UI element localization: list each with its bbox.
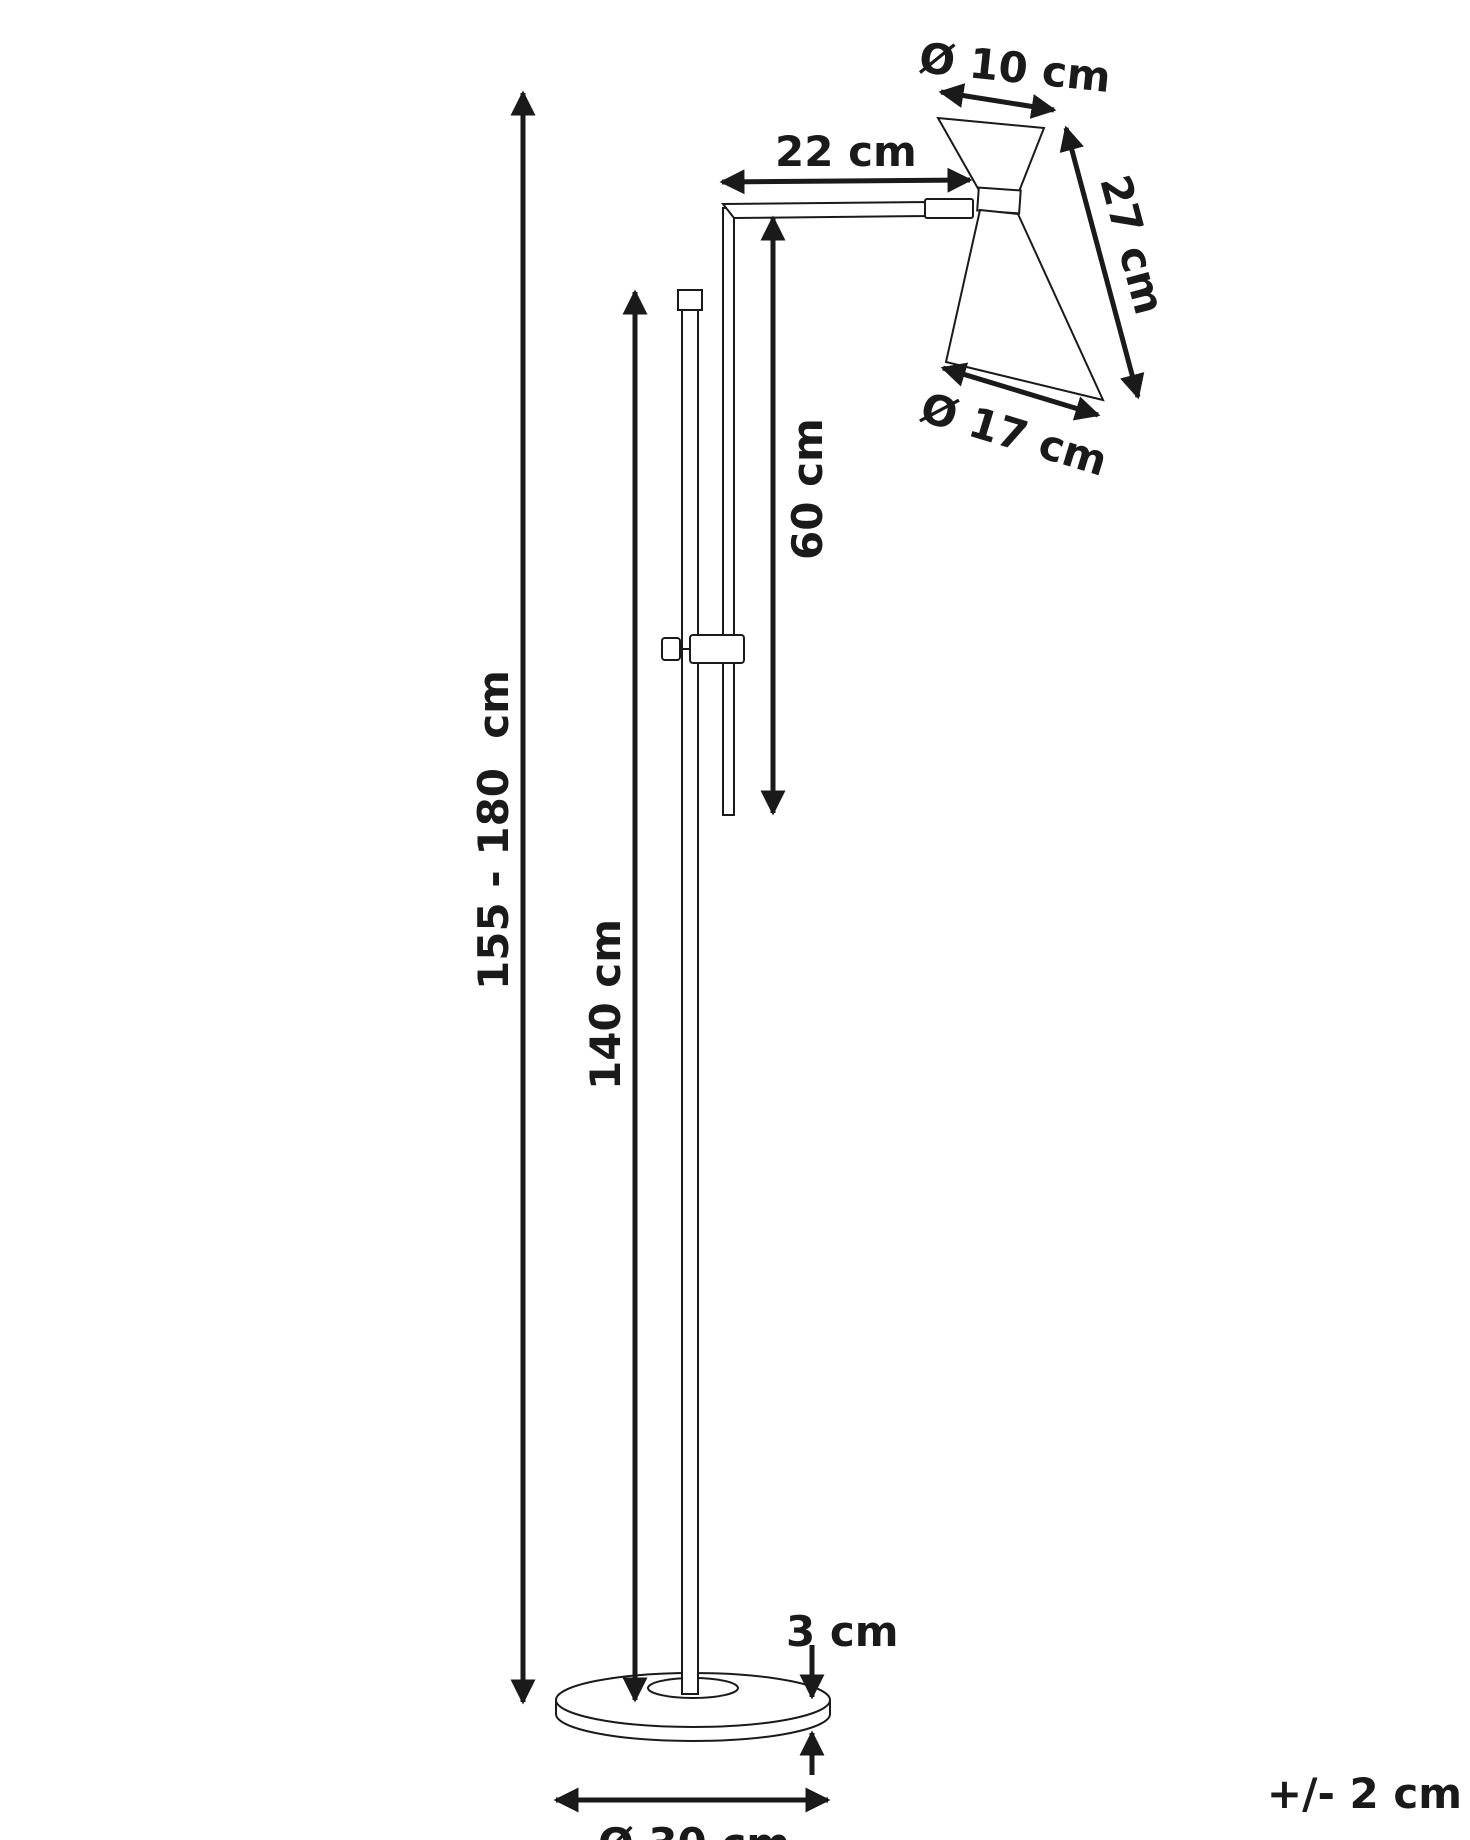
label-arm-length: 22 cm [775, 127, 917, 176]
lamp-outline [555, 116, 1105, 1742]
label-tolerance: +/- 2 cm [1267, 1769, 1462, 1818]
dim-line-arm-length [719, 167, 973, 195]
lamp-pole [677, 289, 703, 1695]
lamp-shade [936, 116, 1105, 402]
label-adjustable-range: 60 cm [783, 418, 832, 560]
lamp-adjustable-rod [722, 207, 735, 816]
lamp-arm [720, 198, 974, 220]
label-shade-height: 27 cm [1090, 170, 1174, 320]
dim-line-shade-bottom [940, 362, 1101, 421]
dim-line-shade-top [938, 83, 1057, 119]
label-base-diameter: Ø 30 cm [598, 1819, 790, 1840]
dim-line-shade-height [1059, 125, 1145, 400]
label-total-height: 155 - 180 cm [469, 670, 518, 990]
dimension-lines [510, 83, 1145, 1813]
lamp-clamp [661, 634, 745, 664]
label-base-height: 3 cm [786, 1607, 899, 1656]
label-pole-height: 140 cm [581, 919, 630, 1090]
label-shade-bottom-diameter: Ø 17 cm [915, 383, 1113, 486]
